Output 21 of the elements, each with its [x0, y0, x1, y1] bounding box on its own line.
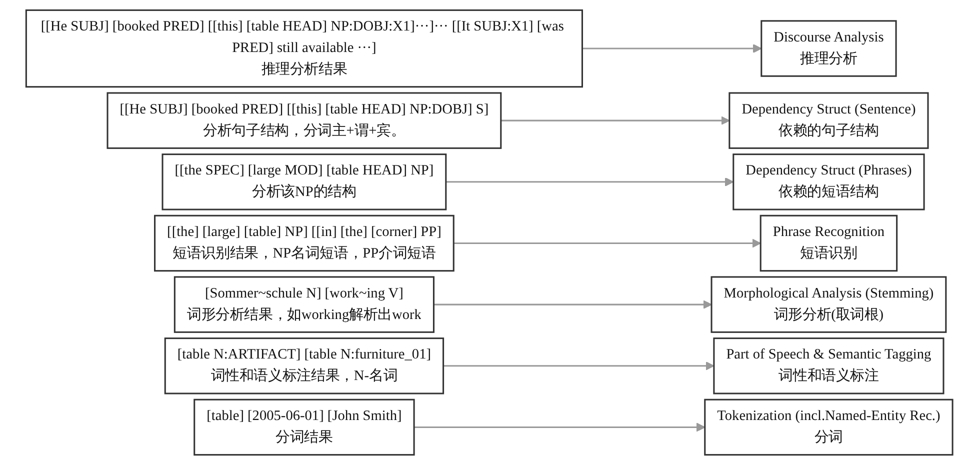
node-box: Discourse Analysis 推理分析	[760, 20, 897, 77]
arrow	[446, 177, 734, 186]
node-box: [[He SUBJ] [booked PRED] [[this] [table HEAD] NP:DOBJ:X1]···]··· [[It SUBJ:X1] [was PRED] still available ···] 推理分析结果	[26, 9, 584, 88]
node-box: [Sommer~schule N] [work~ing V] 词形分析结果，如working解析出work	[174, 276, 435, 333]
node-box: Part of Speech & Semantic Tagging 词性和语义标注	[713, 338, 944, 394]
node-box: [[the] [large] [table] NP] [[in] [the] [corner] PP] 短语识别结果，NP名词短语，PP介词短语	[154, 214, 455, 272]
node-box: Tokenization (incl.Named-Entity Rec.) 分词	[704, 398, 954, 456]
node-box: Dependency Struct (Phrases) 依赖的短语结构	[732, 154, 925, 210]
node-box: [table N:ARTIFACT] [table N:furniture_01] 词性和语义标注结果，N-名词	[164, 338, 444, 394]
node-box: [[He SUBJ] [booked PRED] [[this] [table HEAD] NP:DOBJ] S] 分析句子结构，分词主+谓+宾。	[106, 92, 502, 149]
arrow	[454, 238, 762, 248]
node-box: Morphological Analysis (Stemming) 词形分析(取词根)	[710, 276, 947, 333]
arrow	[582, 44, 762, 53]
node-box: [table] [2005-06-01] [John Smith] 分词结果	[194, 398, 415, 456]
arrow	[443, 361, 714, 370]
arrow	[501, 116, 730, 126]
arrow	[414, 422, 706, 432]
node-box: Dependency Struct (Sentence) 依赖的句子结构	[728, 92, 929, 149]
node-box: Phrase Recognition 短语识别	[760, 214, 898, 272]
arrow	[434, 300, 712, 310]
node-box: [[the SPEC] [large MOD] [table HEAD] NP] 分析该NP的结构	[162, 154, 447, 210]
